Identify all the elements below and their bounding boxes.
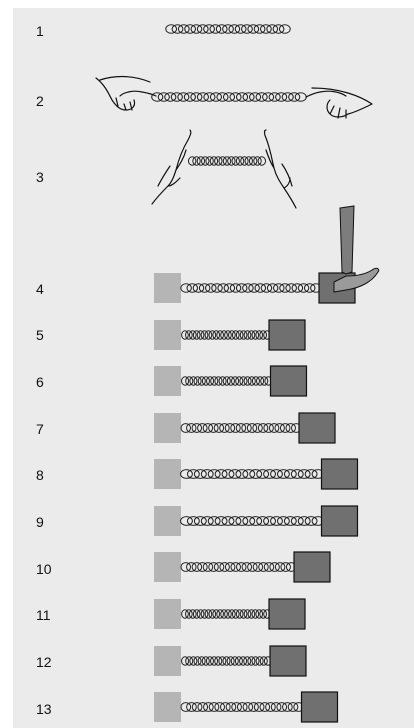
mass-block (268, 598, 306, 630)
hammer-icon (333, 205, 380, 293)
spring (180, 469, 325, 479)
step-number-11: 11 (36, 607, 51, 623)
mass-block (320, 458, 359, 490)
wall (154, 692, 181, 722)
spring-coils (181, 330, 271, 340)
wall (154, 599, 181, 629)
step-number-9: 9 (36, 514, 44, 530)
spring-coils (180, 562, 297, 572)
spring-coils (180, 702, 304, 712)
wall (154, 413, 181, 443)
spring-coils (180, 423, 302, 433)
wall (154, 646, 181, 676)
wall (154, 320, 181, 350)
spring-coils (180, 516, 325, 526)
spring (180, 702, 304, 712)
spring (181, 609, 271, 619)
spring-row-3 (187, 156, 267, 166)
spring (180, 516, 325, 526)
spring-row-1 (165, 24, 291, 34)
wall (154, 552, 181, 582)
spring-coils (165, 24, 291, 34)
wall (154, 366, 181, 396)
diagram-panel (13, 8, 414, 728)
step-number-13: 13 (36, 701, 52, 717)
step-number-6: 6 (36, 374, 44, 390)
spring (180, 283, 322, 293)
step-number-2: 2 (36, 93, 44, 109)
spring-coils (180, 283, 322, 293)
spring-coils (180, 469, 325, 479)
step-number-12: 12 (36, 654, 52, 670)
hand-icon (151, 129, 192, 205)
step-number-1: 1 (36, 23, 44, 39)
spring-coils (181, 609, 271, 619)
spring-coils (151, 92, 307, 102)
step-number-7: 7 (36, 421, 44, 437)
mass-block (293, 551, 331, 583)
hands-layer (95, 75, 373, 209)
spring (180, 562, 297, 572)
spring-row-2 (151, 92, 307, 102)
spring (180, 423, 302, 433)
step-number-3: 3 (36, 169, 44, 185)
spring (181, 330, 271, 340)
hand-icon (305, 87, 373, 119)
mass-block (300, 691, 339, 723)
hand-icon (263, 129, 297, 209)
spring-coils (181, 376, 273, 386)
mass-block (298, 412, 336, 444)
wall (154, 506, 181, 536)
wall (154, 459, 181, 489)
wall (154, 273, 181, 303)
step-number-4: 4 (36, 281, 44, 297)
hand-icon (95, 75, 157, 111)
step-number-10: 10 (36, 561, 52, 577)
spring-coils (181, 656, 272, 666)
mass-block (268, 319, 306, 351)
spring (181, 376, 273, 386)
spring (181, 656, 272, 666)
mass-block (269, 365, 308, 397)
mass-block (320, 505, 359, 537)
step-number-5: 5 (36, 327, 44, 343)
mass-block (269, 645, 307, 677)
spring-coils (187, 156, 267, 166)
step-number-8: 8 (36, 467, 44, 483)
springs-layer (151, 24, 359, 723)
